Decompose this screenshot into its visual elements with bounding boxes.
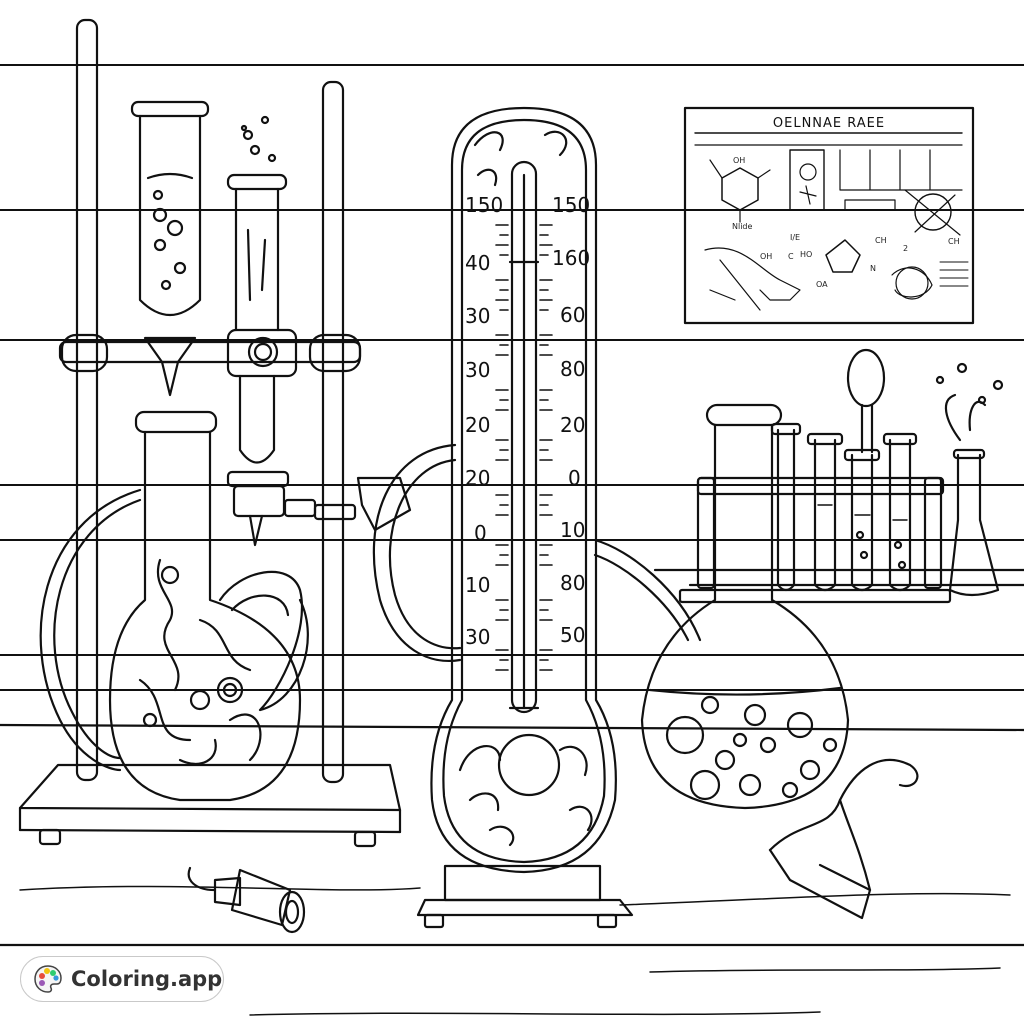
round-flask xyxy=(640,403,850,810)
left-scale-label: 10 xyxy=(465,573,490,597)
left-scale-label: 20 xyxy=(465,466,490,490)
right-scale-label: 10 xyxy=(560,518,585,542)
left-scale-label: 150 xyxy=(465,193,503,217)
poster-label: CH xyxy=(875,236,887,245)
poster-label: 2 xyxy=(903,244,908,253)
right-scale-label: 160 xyxy=(552,246,590,270)
right-scale-label: 80 xyxy=(560,357,585,381)
retort-stand xyxy=(18,18,402,848)
badge-label: Coloring.app xyxy=(71,967,223,991)
poster-label: OH xyxy=(733,156,745,165)
test-tube-left xyxy=(130,100,210,397)
poster-label: CH xyxy=(948,237,960,246)
hose-connector xyxy=(187,866,306,934)
palette-swatch xyxy=(39,973,45,979)
left-scale-label: 0 xyxy=(474,521,487,545)
ribbon xyxy=(768,758,919,920)
right-scale-label: 20 xyxy=(560,413,585,437)
right-scale-label: 80 xyxy=(560,571,585,595)
thermometer-ticks xyxy=(495,224,553,671)
poster-label: Nlide xyxy=(732,222,753,231)
poster-label: I/E xyxy=(790,233,800,242)
left-scale-label: 30 xyxy=(465,358,490,382)
poster-label: OH xyxy=(760,252,772,261)
coloring-app-badge[interactable]: Coloring.app xyxy=(20,956,224,1002)
thermometer-left-scale: 150 40 30 30 20 20 0 10 30 xyxy=(465,193,503,649)
ornate-flask xyxy=(39,410,309,802)
poster-label: C xyxy=(788,252,794,261)
poster-label: N xyxy=(870,264,876,273)
thermometer-body xyxy=(416,106,634,929)
left-scale-label: 40 xyxy=(465,251,490,275)
left-scale-label: 20 xyxy=(465,413,490,437)
palette-swatch xyxy=(39,980,45,986)
palette-swatch xyxy=(50,970,56,976)
left-scale-label: 30 xyxy=(465,304,490,328)
thermometer-right-scale: 150 160 60 80 20 0 10 80 50 xyxy=(552,193,590,647)
palette-swatch xyxy=(44,968,50,974)
poster-title: OELNNAE RAEE xyxy=(773,116,885,131)
chemistry-poster: OELNNAE RAEE OH HO Nlide I/E OH C OA 2 C… xyxy=(683,106,975,325)
right-scale-label: 50 xyxy=(560,623,585,647)
right-scale-label: 0 xyxy=(568,466,581,490)
poster-label: OA xyxy=(816,280,828,289)
lab-table xyxy=(0,723,1024,1016)
test-tube-rack xyxy=(653,348,1024,604)
right-scale-label: 60 xyxy=(560,303,585,327)
burette xyxy=(226,115,357,547)
palette-swatch xyxy=(53,975,59,981)
palette-icon xyxy=(34,965,62,993)
left-scale-label: 30 xyxy=(465,625,490,649)
poster-label: HO xyxy=(800,250,812,259)
right-scale-label: 150 xyxy=(552,193,590,217)
hose-center xyxy=(356,443,702,662)
